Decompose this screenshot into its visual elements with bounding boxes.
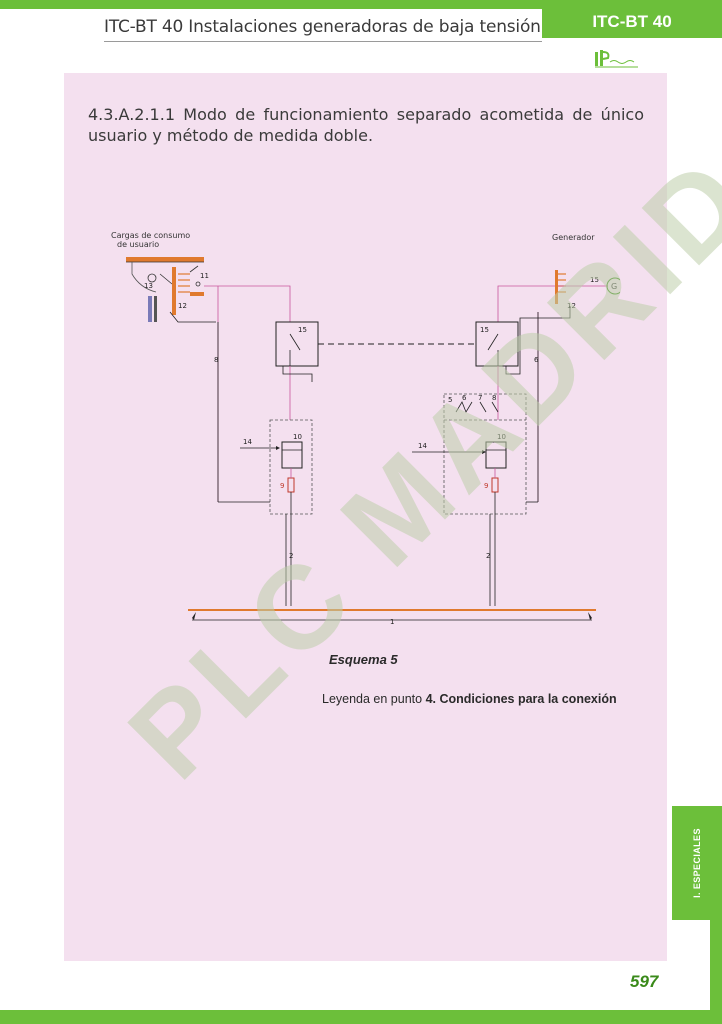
legend-prefix: Leyenda en punto [322, 692, 426, 706]
label-6: 6 [462, 394, 467, 402]
label-14-right: 14 [418, 442, 427, 450]
generator-label: Generador [552, 233, 595, 242]
generator-symbol: G [611, 282, 617, 291]
bottom-green-bar [0, 1010, 722, 1024]
label-2-right: 2 [486, 552, 490, 560]
label-5: 5 [448, 396, 452, 404]
header-rule [104, 41, 542, 42]
load-label-line1: Cargas de consumo [111, 231, 190, 240]
label-9-left: 9 [280, 482, 284, 490]
wiring-diagram: Cargas de consumo de usuario 13 11 12 Ge… [111, 231, 620, 626]
label-10-right: 10 [497, 433, 506, 441]
label-10-left: 10 [293, 433, 302, 441]
meter-cabinet-left [269, 419, 313, 515]
label-8: 8 [492, 394, 496, 402]
label-14-left: 14 [243, 438, 252, 446]
publisher-logo-icon [595, 50, 638, 68]
label-2-left: 2 [289, 552, 293, 560]
side-tab[interactable]: I. ESPECIALES [672, 806, 722, 920]
generator-icon [606, 277, 620, 295]
page-number: 597 [630, 972, 659, 991]
content-panel [64, 73, 667, 961]
header-badge: ITC-BT 40 [542, 5, 722, 38]
label-13: 13 [144, 282, 153, 290]
load-label-line2: de usuario [117, 240, 159, 249]
header-title: ITC-BT 40 Instalaciones generadoras de b… [104, 17, 541, 37]
label-11: 11 [200, 272, 209, 280]
load-panel [126, 257, 204, 322]
legend-link[interactable]: 4. Condiciones para la conexión [425, 692, 617, 706]
top-green-bar [0, 0, 722, 9]
label-9-right: 9 [484, 482, 488, 490]
side-tab-label: I. ESPECIALES [692, 828, 702, 898]
label-15-generator: 15 [590, 276, 599, 284]
label-7: 7 [478, 394, 482, 402]
distribution-bus [188, 609, 596, 621]
diagram-caption: Esquema 5 [329, 652, 398, 667]
meter-cabinet-right [443, 393, 527, 515]
label-1: 1 [390, 618, 394, 626]
label-6-right: 6 [534, 356, 539, 364]
switch-right [475, 321, 519, 367]
legend-note: Leyenda en punto 4. Condiciones para la … [322, 692, 617, 706]
label-12-right: 12 [567, 302, 576, 310]
section-heading: 4.3.A.2.1.1 Modo de funcionamiento separ… [88, 105, 644, 145]
label-15-right: 15 [480, 326, 489, 334]
label-15-left: 15 [298, 326, 307, 334]
generator-terminals [555, 270, 608, 304]
side-strip [710, 920, 722, 1010]
switch-left [275, 321, 319, 367]
label-8-left: 8 [214, 356, 218, 364]
label-12-left: 12 [178, 302, 187, 310]
